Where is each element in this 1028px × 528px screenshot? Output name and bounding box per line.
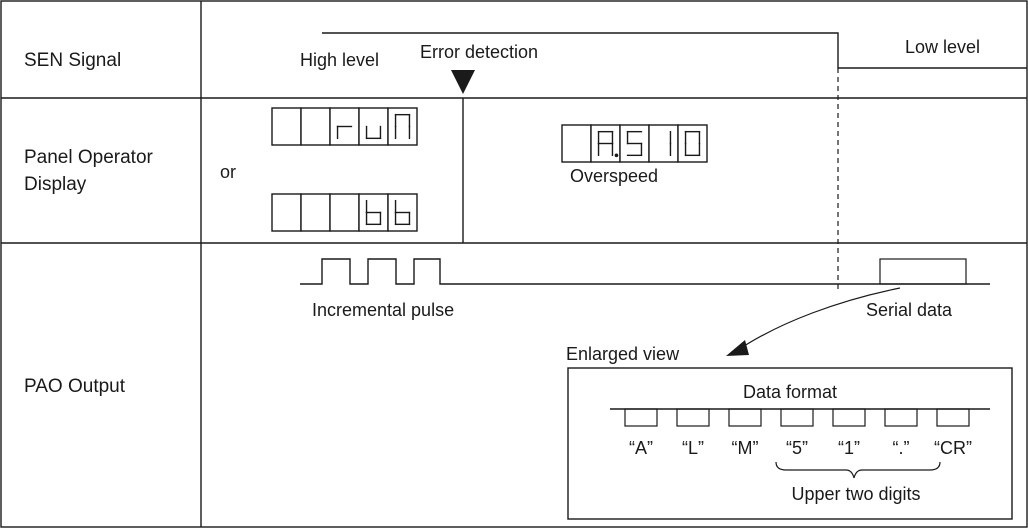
display-digit-cell <box>300 107 331 146</box>
format-character: “M” <box>732 438 759 458</box>
display-bb <box>271 193 418 232</box>
incremental-pulse-label: Incremental pulse <box>312 300 454 320</box>
format-block <box>832 408 866 427</box>
display-digit-cell <box>300 193 331 232</box>
pao-waveform <box>300 258 990 285</box>
format-block <box>624 408 658 427</box>
high-level-label: High level <box>300 50 379 70</box>
upper-digits-brace <box>775 461 941 479</box>
decimal-point <box>614 153 619 158</box>
display-digit-cell <box>271 193 302 232</box>
serial-data-block <box>879 258 967 285</box>
format-character: “5” <box>786 438 808 458</box>
display-digit-cell <box>387 107 418 146</box>
row-label-sen-signal: SEN Signal <box>24 50 121 71</box>
row-label-display: Display <box>24 174 87 195</box>
display-digit-cell <box>677 124 708 163</box>
format-character: “CR” <box>934 438 972 458</box>
format-block <box>728 408 762 427</box>
data-format-label: Data format <box>743 382 837 402</box>
display-digit-cell <box>648 124 679 163</box>
format-character: “.” <box>893 438 910 458</box>
error-detection-label: Error detection <box>420 42 538 62</box>
row-label-panel-operator: Panel Operator <box>24 147 154 168</box>
low-level-label: Low level <box>905 37 980 57</box>
or-label: or <box>220 162 236 182</box>
serial-data-label: Serial data <box>866 300 953 320</box>
format-character: “L” <box>682 438 704 458</box>
data-format-blocks <box>624 408 970 427</box>
sen-signal-waveform <box>322 32 1027 292</box>
format-block <box>936 408 970 427</box>
sen-waveform-line <box>322 32 1027 69</box>
format-character: “A” <box>629 438 653 458</box>
enlarged-view-arrow <box>737 287 901 351</box>
error-detection-arrow-icon <box>451 70 475 94</box>
display-alarm-a510 <box>561 124 708 163</box>
format-block <box>780 408 814 427</box>
enlarged-view-label: Enlarged view <box>566 344 680 364</box>
display-run <box>271 107 418 146</box>
format-block <box>676 408 710 427</box>
arrowhead-icon <box>726 340 749 356</box>
display-digit-cell <box>329 193 360 232</box>
upper-two-digits-label: Upper two digits <box>791 484 920 504</box>
format-block <box>884 408 918 427</box>
row-label-pao-output: PAO Output <box>24 376 126 397</box>
display-digit-cell <box>271 107 302 146</box>
overspeed-label: Overspeed <box>570 166 658 186</box>
incremental-pulse-waveform <box>300 258 990 285</box>
display-digit-cell <box>358 107 389 146</box>
display-digit-cell <box>561 124 592 163</box>
format-character: “1” <box>838 438 860 458</box>
data-format-characters: “A” “L” “M” “5” “1” “.” “CR” <box>629 438 972 458</box>
enlarged-view-box <box>567 367 1013 520</box>
